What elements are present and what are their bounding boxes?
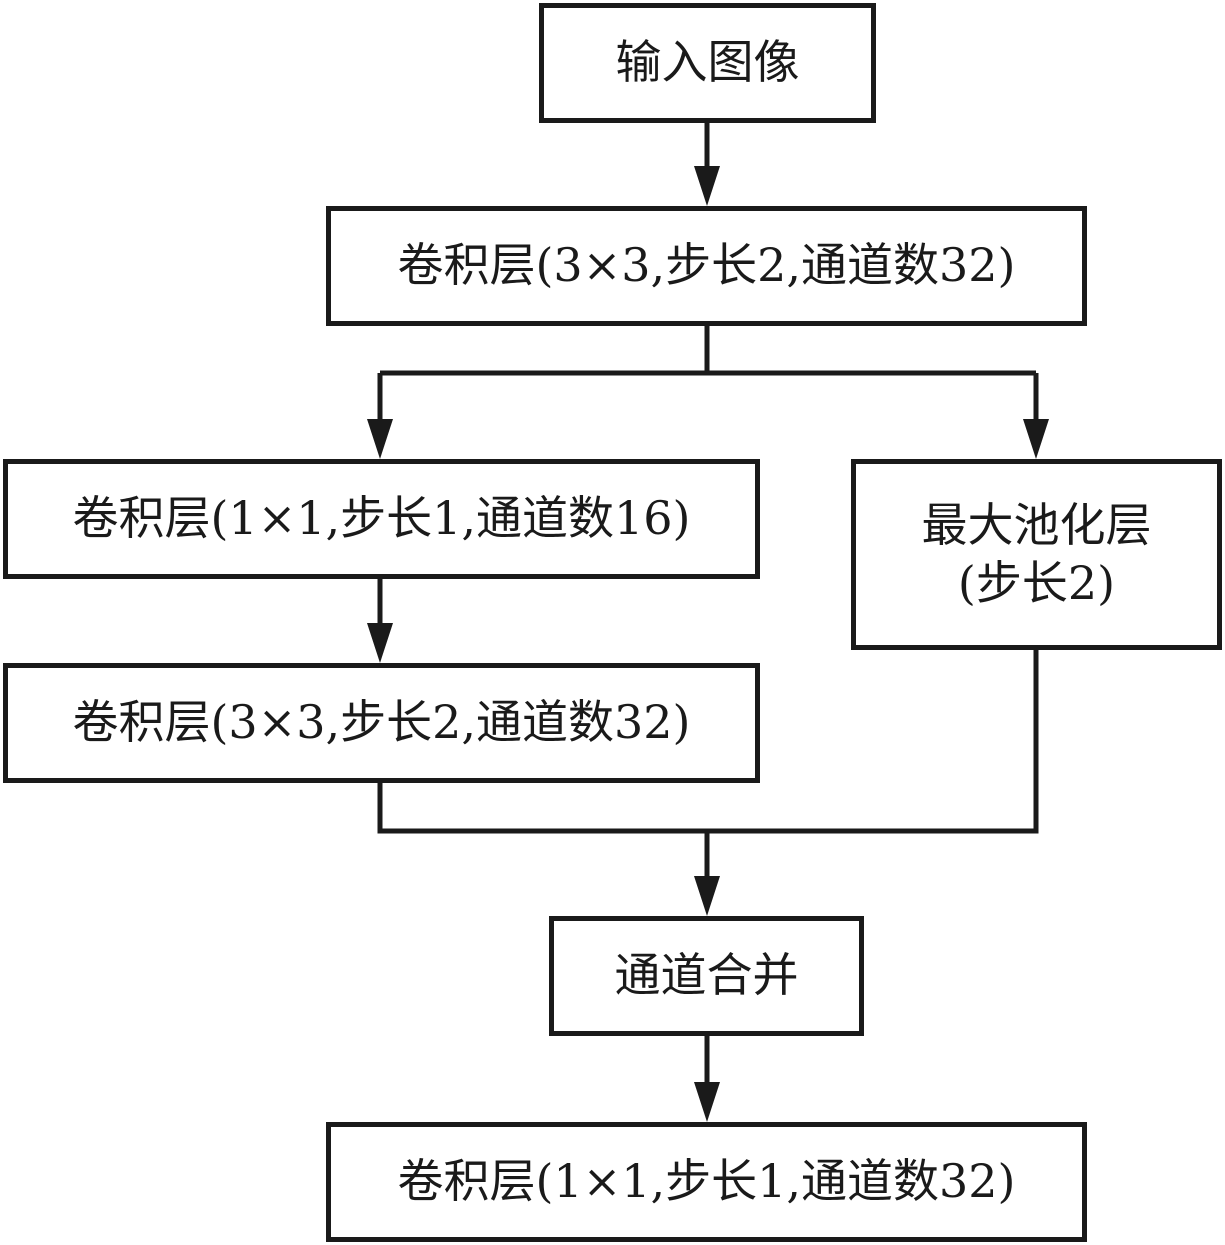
max-pooling-node: 最大池化层 (步长2) [851,459,1222,650]
conv-layer-3-label: 卷积层(3×3,步长2,通道数32) [72,695,691,750]
arrowhead-pool [1023,419,1049,459]
arrowhead-conv1 [694,166,720,206]
max-pooling-stride-label: (步长2) [957,555,1116,610]
input-image-label: 输入图像 [615,35,800,90]
conv-layer-4-label: 卷积层(1×1,步长1,通道数32) [397,1154,1016,1209]
arrowhead-conv3 [367,623,393,663]
conv-layer-3-node: 卷积层(3×3,步长2,通道数32) [3,663,760,783]
channel-concat-node: 通道合并 [549,916,864,1036]
conv-layer-1-node: 卷积层(3×3,步长2,通道数32) [326,206,1087,326]
channel-concat-label: 通道合并 [614,948,799,1003]
edge-conv3-to-merge [377,783,707,834]
conv-layer-2-label: 卷积层(1×1,步长1,通道数16) [72,491,691,546]
arrowhead-concat [694,876,720,916]
arrowhead-conv2 [367,419,393,459]
arrowhead-conv4 [694,1082,720,1122]
edge-pool-to-merge [707,650,1039,834]
conv-layer-1-label: 卷积层(3×3,步长2,通道数32) [397,238,1016,293]
conv-layer-2-node: 卷积层(1×1,步长1,通道数16) [3,459,760,579]
input-image-node: 输入图像 [539,3,876,123]
edge-conv1-to-split [380,326,1036,376]
conv-layer-4-node: 卷积层(1×1,步长1,通道数32) [326,1122,1087,1242]
max-pooling-label: 最大池化层 [921,498,1152,552]
